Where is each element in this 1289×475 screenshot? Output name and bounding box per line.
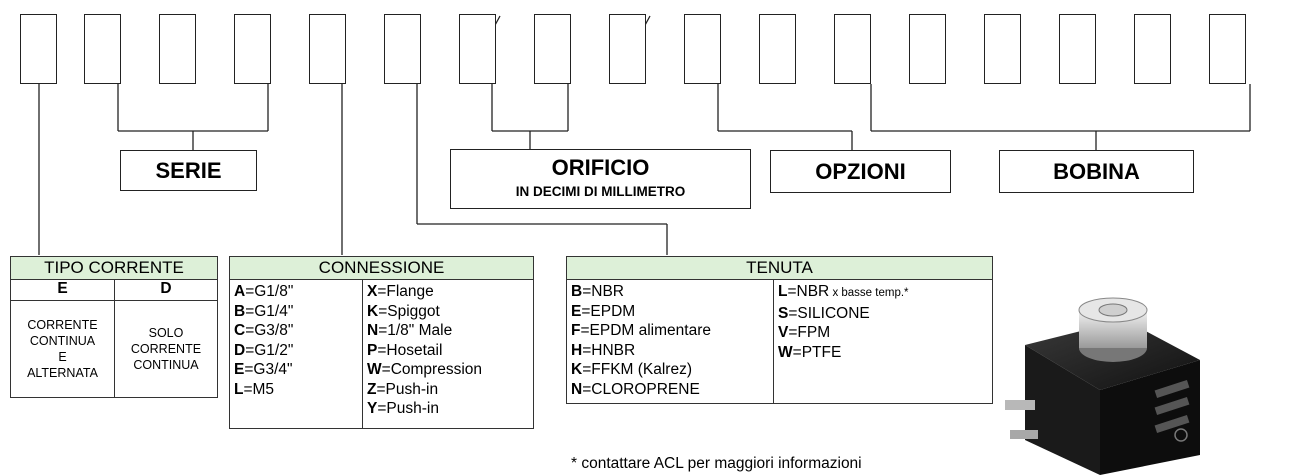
- code-box-12: [834, 14, 871, 84]
- conn-item: B=G1/4": [234, 302, 294, 320]
- connessione-title: CONNESSIONE: [229, 256, 534, 280]
- code-box-14: [984, 14, 1021, 84]
- code-box-17: [1209, 14, 1246, 84]
- conn-item: P=Hosetail: [367, 341, 443, 359]
- conn-item: K=Spiggot: [367, 302, 440, 320]
- code-box-16: [1134, 14, 1171, 84]
- footnote: * contattare ACL per maggiori informazio…: [571, 455, 862, 472]
- code-box-1: [20, 14, 57, 84]
- code-box-4: [234, 14, 271, 84]
- desc-e-line: E: [58, 350, 67, 364]
- tenuta-item: N=CLOROPRENE: [571, 380, 700, 398]
- conn-item: E=G3/4": [234, 361, 293, 378]
- code-box-2: [84, 14, 121, 84]
- tenuta-item: S=SILICONE: [778, 304, 870, 322]
- tenuta-item: K=FFKM (Kalrez): [571, 361, 693, 378]
- tenuta-item: V=FPM: [778, 324, 831, 341]
- conn-item: W=Compression: [367, 361, 483, 378]
- conn-item: L=M5: [234, 380, 275, 398]
- desc-e-line: CONTINUA: [29, 334, 96, 348]
- code-d: D: [113, 279, 219, 301]
- tenuta-item: H=HNBR: [571, 341, 636, 359]
- tipo-corrente-title: TIPO CORRENTE: [10, 256, 218, 280]
- code-box-5: [309, 14, 346, 84]
- conn-item: A=G1/8": [234, 283, 294, 300]
- code-box-6: [384, 14, 421, 84]
- conn-item: Y=Push-in: [367, 400, 439, 417]
- code-box-3: [159, 14, 196, 84]
- tenuta-item: L=NBR x basse temp.*: [778, 283, 909, 300]
- code-box-13: [909, 14, 946, 84]
- connessione-left-col: A=G1/8" B=G1/4" C=G3/8" D=G1/2" E=G3/4" …: [229, 279, 363, 429]
- code-box-8: [534, 14, 571, 84]
- conn-item: Z=Push-in: [367, 380, 439, 398]
- serie-text: SERIE: [155, 157, 222, 183]
- desc-d-line: CONTINUA: [133, 358, 199, 372]
- orificio-text: ORIFICIO: [551, 155, 650, 180]
- tenuta-right-col: L=NBR x basse temp.* S=SILICONE V=FPM W=…: [773, 279, 993, 404]
- opzioni-label: OPZIONI: [770, 150, 951, 193]
- conn-item: D=G1/2": [234, 341, 294, 359]
- desc-e-line: ALTERNATA: [27, 366, 98, 380]
- code-box-15: [1059, 14, 1096, 84]
- bobina-text: BOBINA: [1053, 158, 1140, 184]
- connessione-right-col: X=Flange K=Spiggot N=1/8" Male P=Hosetai…: [362, 279, 534, 429]
- conn-item: X=Flange: [367, 283, 434, 300]
- desc-e: CORRENTE CONTINUA E ALTERNATA: [10, 300, 115, 398]
- desc-e-line: CORRENTE: [27, 318, 98, 332]
- tenuta-item: W=PTFE: [778, 343, 842, 361]
- desc-d-line: SOLO: [148, 326, 184, 340]
- orificio-subtext: IN DECIMI DI MILLIMETRO: [515, 184, 686, 199]
- tenuta-title: TENUTA: [566, 256, 993, 280]
- tipo-corrente-table: TIPO CORRENTE E D CORRENTE CONTINUA E AL…: [10, 256, 219, 398]
- desc-d-line: CORRENTE: [130, 342, 202, 356]
- tenuta-item: E=EPDM: [571, 302, 636, 320]
- code-e: E: [10, 279, 115, 301]
- opzioni-text: OPZIONI: [815, 158, 906, 184]
- desc-d: SOLO CORRENTE CONTINUA: [113, 300, 219, 398]
- code-box-9: [609, 14, 646, 84]
- conn-item: N=1/8" Male: [367, 322, 453, 339]
- tenuta-item: F=EPDM alimentare: [571, 322, 711, 339]
- tenuta-item: B=NBR: [571, 283, 624, 300]
- code-box-11: [759, 14, 796, 84]
- conn-item: C=G3/8": [234, 322, 294, 339]
- code-box-7: [459, 14, 496, 84]
- serie-label: SERIE: [120, 150, 257, 191]
- code-box-10: [684, 14, 721, 84]
- connessione-table: CONNESSIONE A=G1/8" B=G1/4" C=G3/8" D=G1…: [229, 256, 534, 429]
- orificio-label: ORIFICIO IN DECIMI DI MILLIMETRO: [450, 149, 751, 209]
- bobina-label: BOBINA: [999, 150, 1194, 193]
- tenuta-left-col: B=NBR E=EPDM F=EPDM alimentare H=HNBR K=…: [566, 279, 774, 404]
- solenoid-coil-image: [1005, 297, 1200, 475]
- tenuta-table: TENUTA B=NBR E=EPDM F=EPDM alimentare H=…: [566, 256, 993, 404]
